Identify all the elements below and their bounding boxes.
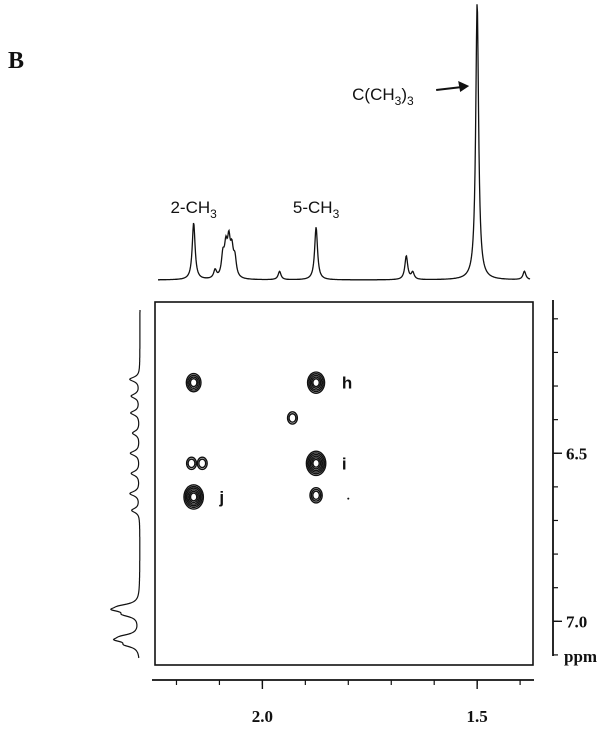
cross-peak-6: [183, 484, 205, 510]
cross-peak-label-h: h: [342, 374, 352, 393]
y-tick-label: 7.0: [566, 612, 587, 631]
x-axis: 2.0 1.5: [152, 679, 534, 726]
y-axis-unit: ppm: [564, 647, 597, 666]
cross-peak-5: [305, 450, 327, 477]
cross-peak-1: [306, 371, 326, 394]
cross-peak-4: [196, 456, 208, 471]
left-1d-spectrum: [110, 310, 141, 659]
cross-peak-0: [185, 372, 202, 393]
tert-butyl-annotation: C(CH3)3: [352, 85, 414, 108]
cross-peak-label-i: i: [342, 454, 347, 473]
top-spectrum-annotations: 2-CH3 5-CH3 C(CH3)3: [170, 81, 470, 221]
cross-peaks: [183, 371, 350, 510]
annotation-arrow: [436, 86, 463, 91]
y-tick-label: 6.5: [566, 444, 587, 463]
cross-peak-label-j: j: [218, 488, 224, 507]
peak-annotation-0: 2-CH3: [170, 198, 217, 221]
top-1d-spectrum: [158, 4, 531, 281]
x-tick-label: 2.0: [252, 707, 273, 726]
cross-peak-labels: h i j: [218, 374, 352, 507]
cross-peak-3: [185, 456, 198, 471]
cross-peak-8: [347, 497, 350, 500]
y-axis: 6.5 7.0 ppm: [552, 300, 597, 666]
cross-peak-7: [309, 486, 323, 504]
panel-label: B: [8, 48, 24, 74]
peak-annotation-1: 5-CH3: [293, 198, 340, 221]
x-tick-label: 1.5: [467, 707, 488, 726]
cross-peak-2: [286, 411, 299, 425]
contour-plot-frame: [154, 301, 534, 666]
arrow-head-icon: [458, 81, 470, 92]
